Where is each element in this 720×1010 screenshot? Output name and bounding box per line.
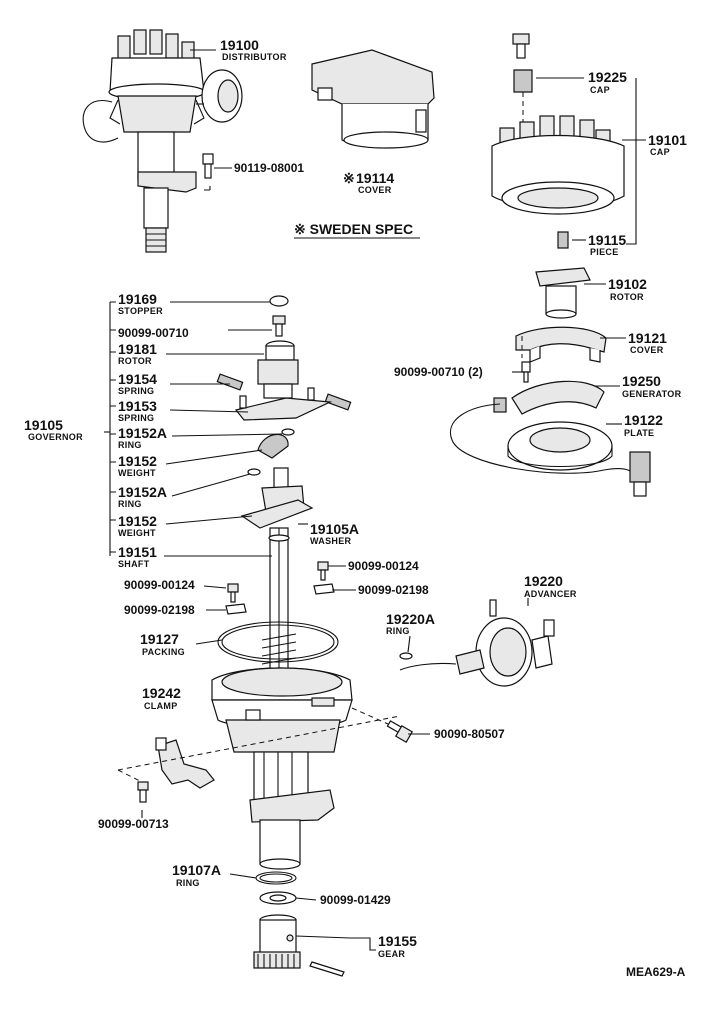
part-name: STOPPER bbox=[118, 306, 163, 316]
advancer-19220-drawing bbox=[399, 599, 555, 687]
asterisk-mark: ※ bbox=[343, 170, 355, 186]
shaft-19151-drawing bbox=[240, 467, 314, 679]
part-number: 90099-00124 bbox=[124, 578, 195, 592]
cover-19114-drawing bbox=[311, 49, 435, 149]
part-name: WEIGHT bbox=[118, 528, 156, 538]
part-name: WEIGHT bbox=[118, 468, 156, 478]
part-labels: 19100 DISTRIBUTOR 90119-08001 ※ 19114 CO… bbox=[24, 37, 687, 979]
springs-19154-19153-drawing bbox=[216, 373, 352, 421]
part-number: 19114 bbox=[356, 170, 394, 186]
stopper-19169-drawing bbox=[269, 295, 289, 307]
part-number: 90099-00710 (2) bbox=[394, 365, 483, 379]
part-number: 19122 bbox=[624, 412, 663, 428]
housing-drawing bbox=[211, 667, 353, 870]
rotor-19102-drawing bbox=[535, 267, 591, 319]
part-number: 19121 bbox=[628, 330, 667, 346]
part-number: 90099-00124 bbox=[348, 559, 419, 573]
clamp-19242-drawing bbox=[137, 737, 215, 803]
part-name: PLATE bbox=[624, 428, 654, 438]
part-name: RING bbox=[386, 626, 410, 636]
part-number: 19152A bbox=[118, 425, 167, 441]
part-number: 19102 bbox=[608, 276, 647, 292]
part-name: RING bbox=[176, 878, 200, 888]
washer-90099-01429-drawing bbox=[259, 891, 297, 905]
part-number: 90099-02198 bbox=[358, 583, 429, 597]
part-name: RING bbox=[118, 440, 142, 450]
part-number: 19225 bbox=[588, 69, 627, 85]
part-number: 90099-02198 bbox=[124, 603, 195, 617]
part-number: 19155 bbox=[378, 933, 417, 949]
part-number: 90119-08001 bbox=[234, 161, 304, 175]
part-name: SPRING bbox=[118, 413, 154, 423]
part-number: 19153 bbox=[118, 398, 157, 414]
gear-19155-drawing bbox=[253, 914, 345, 977]
part-name: ADVANCER bbox=[524, 589, 577, 599]
weight-ring-19152-drawing bbox=[247, 428, 295, 476]
part-name: PACKING bbox=[142, 647, 185, 657]
part-number: 19101 bbox=[648, 132, 687, 148]
part-number: 19220 bbox=[524, 573, 563, 589]
rotor-19181-drawing bbox=[257, 340, 299, 399]
part-name: CAP bbox=[590, 85, 610, 95]
leader-lines bbox=[104, 49, 646, 951]
packing-19127-drawing bbox=[217, 621, 339, 663]
part-number: 19105A bbox=[310, 521, 359, 537]
part-number: 19220A bbox=[386, 611, 435, 627]
part-number: 19242 bbox=[142, 685, 181, 701]
part-number: 19154 bbox=[118, 371, 157, 387]
part-number: 19107A bbox=[172, 862, 221, 878]
part-number: 19152 bbox=[118, 513, 157, 529]
distributor-assembly-drawing bbox=[82, 29, 243, 253]
part-number: 90099-00713 bbox=[98, 817, 169, 831]
part-name: DISTRIBUTOR bbox=[222, 52, 287, 62]
part-number: 19127 bbox=[140, 631, 179, 647]
bolt-90090-80507-drawing bbox=[386, 720, 414, 744]
part-name: PIECE bbox=[590, 247, 619, 257]
part-number: 19100 bbox=[220, 37, 259, 53]
part-number: 90090-80507 bbox=[434, 727, 505, 741]
part-number: 90099-01429 bbox=[320, 893, 391, 907]
plate-19122-drawing bbox=[507, 421, 613, 471]
part-name: CAP bbox=[650, 147, 670, 157]
part-name: GEAR bbox=[378, 949, 405, 959]
part-name: RING bbox=[118, 499, 142, 509]
part-name: GOVERNOR bbox=[28, 432, 83, 442]
drawing-code: MEA629-A bbox=[626, 965, 686, 979]
generator-19250-drawing bbox=[449, 361, 651, 497]
part-name: WASHER bbox=[310, 536, 352, 546]
screws-90099-00124-drawing bbox=[225, 561, 335, 615]
part-name: GENERATOR bbox=[622, 389, 682, 399]
cover-19121-drawing bbox=[515, 326, 607, 363]
spec-note: ※ SWEDEN SPEC bbox=[294, 221, 413, 237]
part-name: SPRING bbox=[118, 386, 154, 396]
part-number: 19250 bbox=[622, 373, 661, 389]
part-number: 19152A bbox=[118, 484, 167, 500]
ring-19107A-drawing bbox=[255, 871, 297, 885]
part-name: CLAMP bbox=[144, 701, 178, 711]
part-number: 90099-00710 bbox=[118, 326, 189, 340]
part-number: 19105 bbox=[24, 417, 63, 433]
part-number: 19152 bbox=[118, 453, 157, 469]
cap-19101-drawing bbox=[491, 33, 625, 249]
part-name: COVER bbox=[630, 345, 664, 355]
part-name: ROTOR bbox=[610, 292, 644, 302]
part-number: 19115 bbox=[588, 232, 626, 248]
part-name: COVER bbox=[358, 185, 392, 195]
part-name: SHAFT bbox=[118, 559, 150, 569]
part-name: ROTOR bbox=[118, 356, 152, 366]
part-number: 19181 bbox=[118, 341, 157, 357]
screw-90099-00710-drawing bbox=[272, 315, 286, 337]
part-number: 19169 bbox=[118, 291, 157, 307]
part-number: 19151 bbox=[118, 544, 157, 560]
